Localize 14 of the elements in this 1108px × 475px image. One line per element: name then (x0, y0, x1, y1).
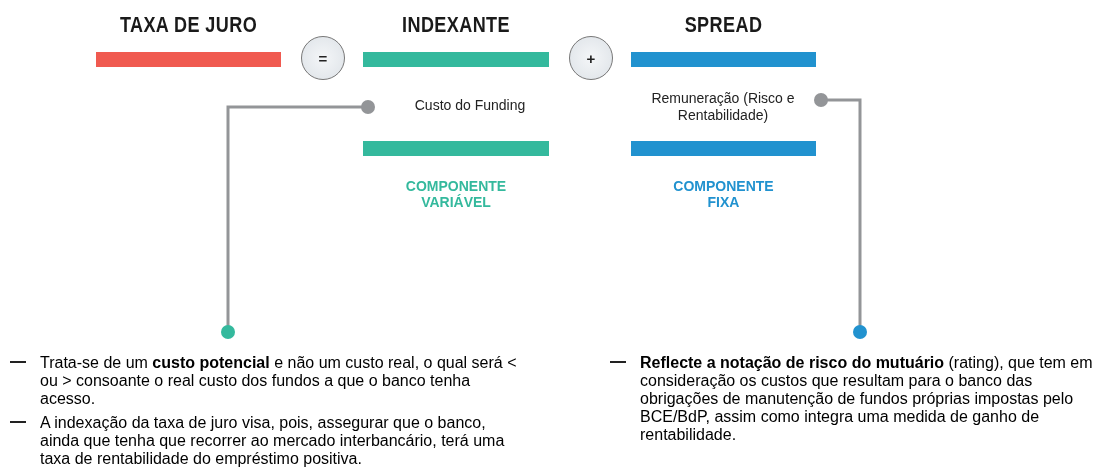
leader-line (221, 100, 375, 339)
operator-circle: = (301, 36, 345, 80)
note-text: A indexação da taxa de juro visa, pois, assegurar que o banco, ainda que tenha que recorrer ao mercado interbancário, terá uma taxa de rentabilidade do empréstimo positiva. (40, 414, 506, 468)
component-label: Remuneração (Risco e Rentabilidade) (650, 90, 796, 124)
component-caption: COMPONENTE FIXA (672, 178, 775, 210)
note-text: Trata-se de um custo potencial e não um custo real, o qual será < ou > consoante o real custo dos fundos a que o banco tenha acesso. (40, 354, 518, 408)
note-text: Reflecte a notação de risco do mutuário (rating), que tem em consideração os custos que resultam para o banco das obrigações de manutenção de fundos próprias impostas pelo BCE/BdP, assim como integra uma medida de ganho de rentabilidade. (640, 354, 1094, 444)
component-caption: COMPONENTE VARIÁVEL (404, 178, 508, 210)
component-label: Custo do Funding (413, 97, 527, 114)
column-heading: SPREAD (683, 12, 764, 38)
column-heading: INDEXANTE (401, 12, 511, 38)
leader-line (814, 93, 867, 339)
operator-circle: + (569, 36, 613, 80)
column-heading: TAXA DE JURO (118, 12, 259, 38)
